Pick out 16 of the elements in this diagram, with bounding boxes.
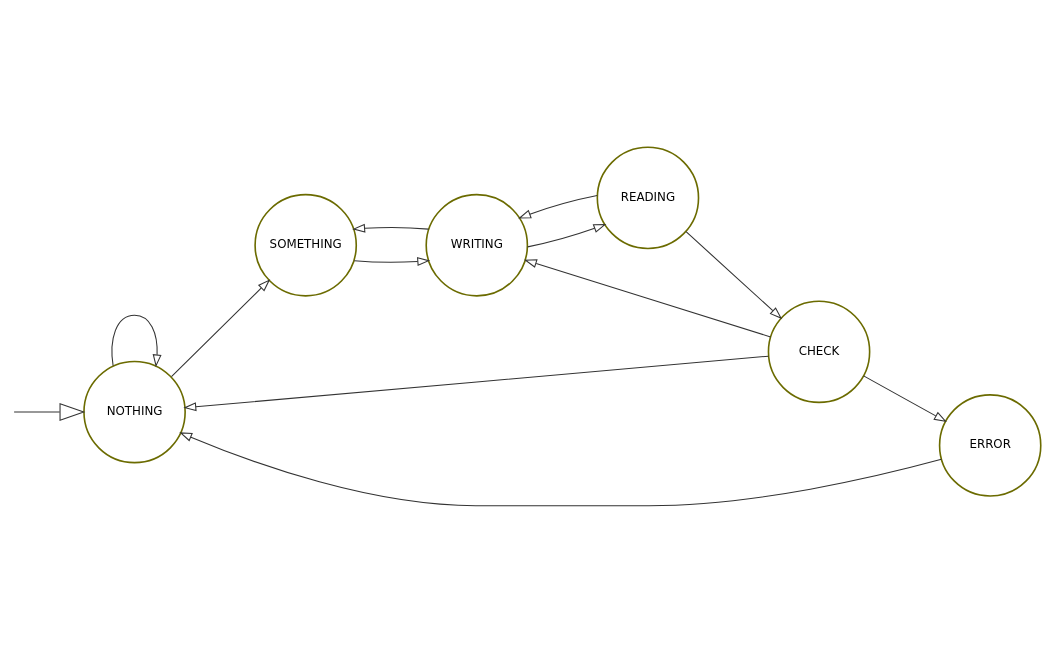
arrow — [353, 256, 431, 266]
arrow — [111, 314, 162, 368]
arrow — [863, 375, 947, 423]
node-circle: NOTHING — [83, 360, 186, 464]
node-circle: ERROR — [938, 394, 1042, 497]
arrow — [13, 403, 86, 422]
arrow — [527, 224, 607, 248]
node-circle: WRITING — [425, 193, 529, 297]
arrow — [352, 223, 430, 233]
arrow — [170, 279, 271, 378]
node-circle: READING — [596, 146, 700, 250]
arrow — [523, 259, 772, 338]
arrow — [179, 432, 942, 507]
arrow — [183, 355, 770, 412]
arrow — [518, 194, 598, 219]
arrow — [685, 231, 783, 320]
